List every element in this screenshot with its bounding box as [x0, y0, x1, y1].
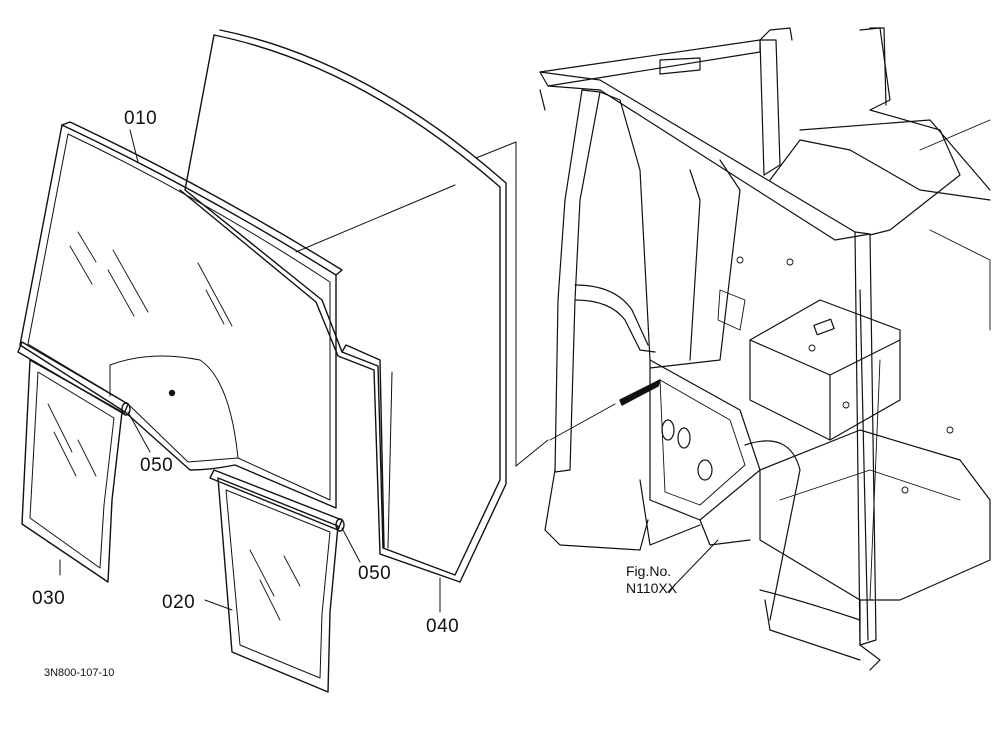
figure-reference-line1: Fig.No. — [626, 563, 672, 579]
gasket-frame-040 — [180, 30, 506, 582]
cab-frame — [540, 28, 990, 670]
main-glass-010 — [20, 122, 342, 508]
insertion-arrow — [620, 380, 660, 405]
leader-fig-ref — [668, 540, 718, 592]
part-label-050-right: 050 — [358, 563, 392, 584]
left-glass-030 — [22, 360, 122, 582]
seal-050-right — [210, 470, 344, 531]
part-label-050-left: 050 — [140, 455, 174, 476]
part-label-020: 020 — [162, 592, 196, 613]
part-label-040: 040 — [426, 616, 460, 637]
figure-reference: Fig.No. N110XX — [626, 563, 677, 597]
part-label-030: 030 — [32, 588, 66, 609]
figure-reference-line2: N110XX — [626, 580, 678, 596]
right-glass-020 — [218, 478, 338, 692]
seal-050-left — [18, 342, 130, 415]
leader-020 — [205, 600, 232, 610]
leader-050-left — [128, 412, 150, 452]
drawing-code: 3N800-107-10 — [44, 667, 115, 679]
leader-010 — [130, 130, 138, 162]
part-label-010: 010 — [124, 108, 158, 129]
leader-050-right — [342, 528, 360, 562]
leader-lines — [296, 142, 615, 466]
